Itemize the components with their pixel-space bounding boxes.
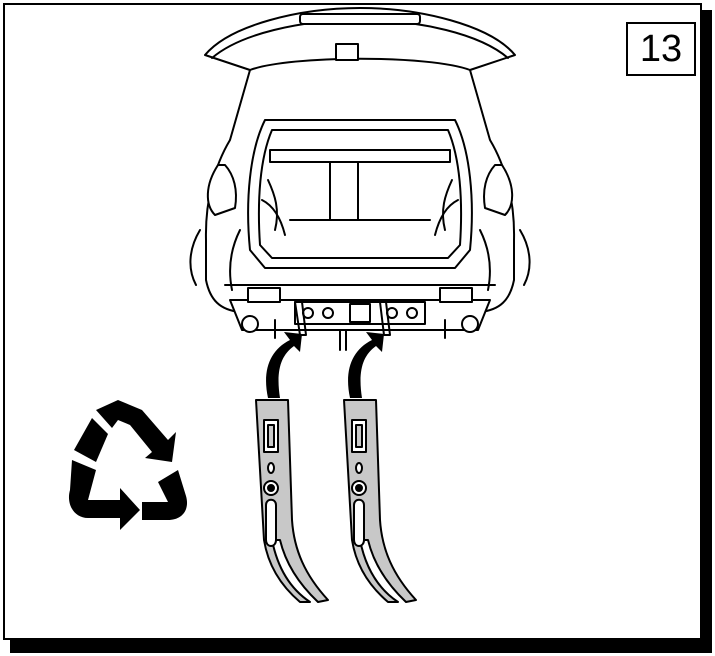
mounting-bracket-right <box>343 399 417 603</box>
step-number-badge: 13 <box>626 22 696 76</box>
car-rear-illustration <box>189 7 531 351</box>
mounting-bracket-left <box>255 399 329 603</box>
curved-arrow-icon <box>348 332 384 398</box>
step-number: 13 <box>639 27 683 70</box>
curved-arrow-icon <box>266 332 302 398</box>
recycle-icon <box>68 400 188 530</box>
